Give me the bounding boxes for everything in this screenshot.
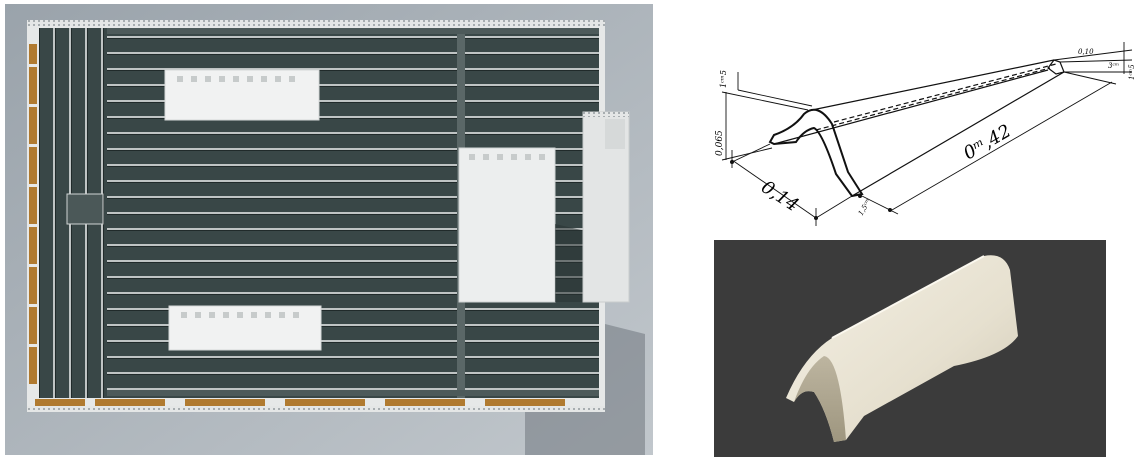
left-wood-strips — [29, 44, 37, 384]
crenellation-top — [27, 20, 605, 26]
tile-sketch-svg: 0,14 0ᵐ,42 0,065 1ᶜᵐ5 0,10 3ᶜᵐ 1ᶜᵐ5 1,5ᶜ… — [715, 42, 1136, 226]
courtyard-top — [164, 69, 320, 121]
tile-body — [786, 255, 1018, 442]
label-length: 0ᵐ,42 — [960, 121, 1015, 165]
roof-plan-render — [5, 4, 653, 455]
label-top-right-b: 3ᶜᵐ — [1108, 62, 1119, 70]
courtyard-main-arches — [469, 154, 545, 160]
roof-plan-svg — [5, 4, 653, 455]
courtyard-bottom-arches — [181, 312, 299, 318]
courtyard-main — [458, 147, 556, 303]
tile-ridge-highlight — [831, 255, 985, 339]
label-top-right-a: 0,10 — [1078, 48, 1094, 56]
courtyard-top-arches — [177, 76, 295, 82]
bottom-wood-strips — [35, 399, 565, 406]
tower-crenellation — [583, 112, 629, 117]
tower-top — [605, 119, 625, 149]
dimension-lines — [721, 42, 1133, 226]
left-roof-hip — [66, 193, 104, 225]
dimension-dots — [730, 160, 892, 220]
tile-outline — [768, 59, 1065, 198]
label-thickness-left: 1ᶜᵐ5 — [719, 70, 728, 88]
label-height: 0,065 — [715, 130, 725, 156]
tile-render-svg — [714, 240, 1106, 457]
roof-edge-top — [107, 28, 599, 34]
label-width: 0,14 — [757, 177, 802, 216]
label-thickness-right: 1ᶜᵐ5 — [1128, 64, 1136, 80]
label-bottom-thickness: 1,5ᶜᵐ — [857, 197, 873, 217]
crenellation-bottom — [27, 406, 605, 412]
tile-3d-render — [714, 240, 1106, 457]
roof-edge-bottom — [107, 390, 599, 396]
tile-inner-curve — [794, 356, 846, 442]
tile-dimension-sketch: 0,14 0ᵐ,42 0,065 1ᶜᵐ5 0,10 3ᶜᵐ 1ᶜᵐ5 1,5ᶜ… — [712, 32, 1140, 232]
